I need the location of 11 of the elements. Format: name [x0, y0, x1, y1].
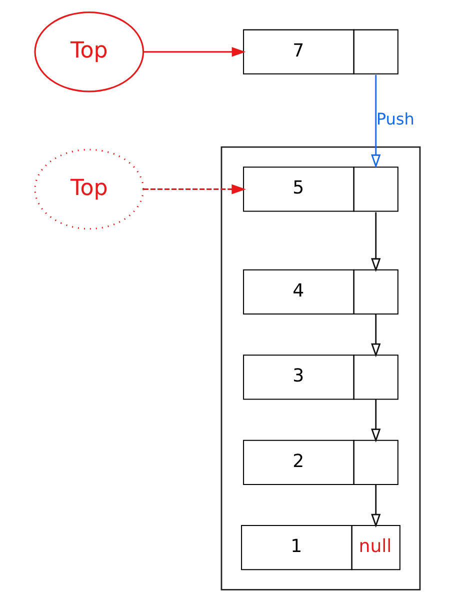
arrow — [370, 399, 380, 442]
arrow — [142, 184, 246, 194]
node-ellipse: Top — [34, 11, 144, 92]
arrow — [370, 484, 380, 528]
arrow — [370, 314, 380, 358]
arrow — [142, 47, 246, 57]
cluster — [220, 146, 420, 590]
arrow — [370, 74, 380, 168]
node-ellipse: Top — [34, 148, 144, 230]
edge-label: Push — [376, 109, 414, 128]
arrow — [370, 212, 380, 272]
